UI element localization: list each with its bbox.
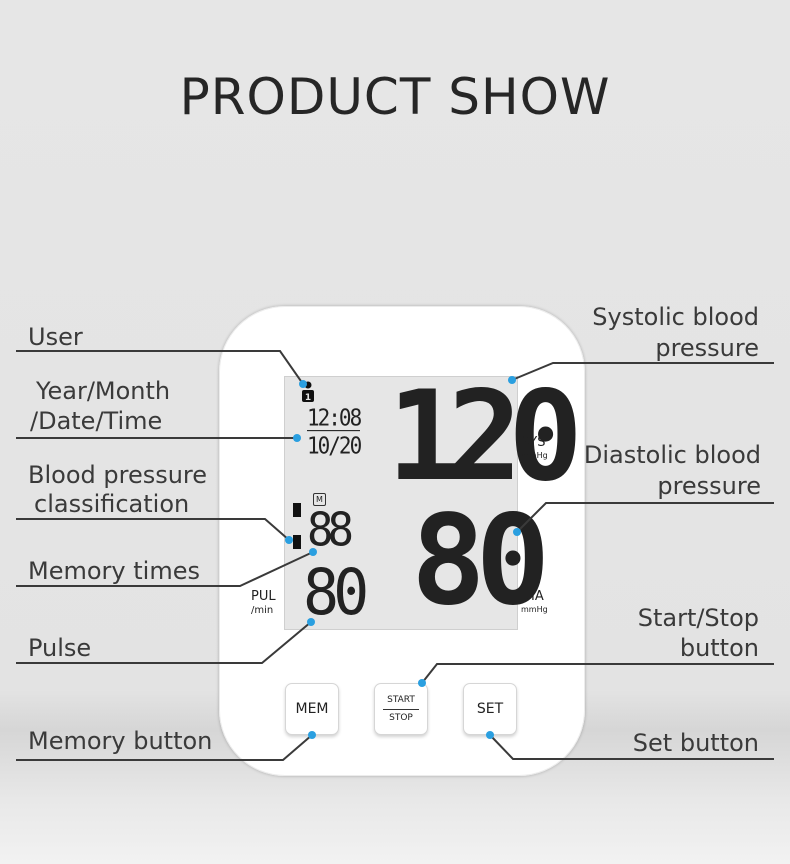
lcd-diastolic-value: 80 [411, 489, 550, 633]
label-diastolic-2: pressure [657, 472, 761, 500]
dot-memory [309, 548, 317, 556]
set-button-label: SET [476, 701, 504, 717]
dia-label: DIA [521, 589, 544, 604]
leader-memory [16, 551, 314, 587]
pulse-unit: /min [251, 605, 274, 616]
start-label: START [387, 694, 415, 705]
label-classification-2: classification [34, 490, 190, 518]
label-start-stop-2: button [679, 634, 759, 662]
label-memory-button: Memory button [28, 727, 213, 755]
dot-classification [285, 536, 293, 544]
label-classification-1: Blood pressure [28, 461, 208, 489]
dot-diastolic [513, 528, 521, 536]
lcd-memory-count: 88 [307, 503, 354, 558]
dot-systolic [508, 376, 516, 384]
leader-memory-button [16, 734, 313, 761]
label-memory-times: Memory times [28, 557, 200, 585]
label-diastolic-1: Diastolic blood [583, 441, 761, 469]
label-set-button: Set button [632, 729, 759, 757]
memory-badge: M [313, 493, 326, 506]
start-stop-divider [383, 708, 419, 710]
dot-user [299, 380, 307, 388]
label-user: User [28, 323, 83, 351]
start-stop-button[interactable]: START STOP [374, 683, 428, 735]
leader-classification [16, 518, 290, 541]
leader-pulse [16, 621, 312, 664]
page-title: PRODUCT SHOW [179, 68, 611, 126]
dot-start-stop [418, 679, 426, 687]
label-year-month: Year/Month [36, 377, 171, 405]
dot-date [293, 434, 301, 442]
label-start-stop-1: Start/Stop [637, 604, 759, 632]
label-systolic-2: pressure [655, 334, 759, 362]
sys-label: SYS [521, 435, 546, 450]
leader-systolic [511, 362, 774, 381]
lcd-systolic-value: 120 [387, 365, 583, 509]
dia-unit: mmHg [521, 605, 548, 614]
leader-start-stop [421, 663, 774, 684]
classification-bar-top [293, 503, 301, 517]
pulse-label: PUL [251, 589, 276, 604]
mem-button-label: MEM [295, 701, 329, 717]
dot-set [486, 731, 494, 739]
classification-bar-bottom [293, 535, 301, 549]
lcd-date: 10/20 [307, 432, 362, 460]
dot-memory-button [308, 731, 316, 739]
label-pulse: Pulse [28, 634, 92, 662]
lcd-pulse-value: 80 [303, 556, 369, 630]
label-date-time: /Date/Time [30, 407, 163, 435]
label-systolic-1: Systolic blood [592, 303, 759, 331]
leader-set [489, 734, 774, 760]
dot-pulse [307, 618, 315, 626]
leader-diastolic [516, 502, 774, 533]
leader-user [16, 350, 304, 385]
lcd-screen: 1 12:08 10/20 M 88 PUL /min 80 120 SYS m… [251, 375, 583, 630]
sys-unit: mmHg [521, 451, 548, 460]
user-icon: 1 [302, 381, 314, 403]
lcd-time: 12:08 [307, 404, 362, 432]
set-button[interactable]: SET [463, 683, 517, 735]
stop-label: STOP [389, 712, 413, 723]
mem-button[interactable]: MEM [285, 683, 339, 735]
svg-text:1: 1 [305, 393, 311, 403]
